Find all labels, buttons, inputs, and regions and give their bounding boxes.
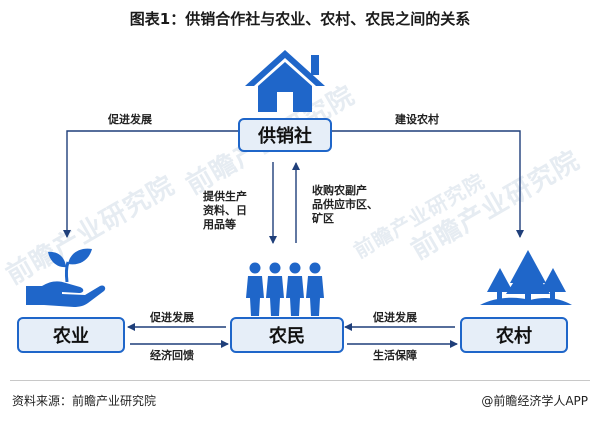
chart-title: 图表1：供销合作社与农业、农村、农民之间的关系 — [129, 10, 471, 28]
node-rural: 农村 — [460, 317, 568, 353]
label-farmers-to-rural: 生活保障 — [373, 349, 417, 362]
label-farmers-to-coop: 收购农副产 品供应市区、 矿区 — [312, 184, 378, 225]
label-line: 收购农副产 — [312, 184, 367, 197]
brand-credit: @前瞻经济学人APP — [481, 394, 588, 408]
node-cooperative: 供销社 — [238, 118, 332, 152]
source-note: 资料来源：前瞻产业研究院 — [12, 394, 157, 408]
footer-divider — [10, 380, 590, 381]
arrow-coop-to-rural — [330, 130, 524, 238]
label-farmers-to-agriculture: 促进发展 — [150, 311, 194, 324]
label-line: 品供应市区、 — [312, 197, 378, 211]
label-coop-to-farmers: 提供生产 资料、日 用品等 — [203, 190, 247, 231]
label-line: 提供生产 — [203, 190, 247, 203]
label-line: 用品等 — [203, 217, 236, 231]
node-agriculture: 农业 — [17, 317, 125, 353]
node-farmers: 农民 — [230, 317, 344, 353]
label-agriculture-to-farmers: 经济回馈 — [150, 349, 194, 362]
label-coop-to-rural: 建设农村 — [395, 113, 439, 126]
label-line: 资料、日 — [203, 203, 247, 217]
label-line: 矿区 — [312, 211, 334, 225]
arrow-coop-to-agriculture — [63, 130, 238, 238]
label-rural-to-farmers: 促进发展 — [373, 311, 417, 324]
label-coop-to-agriculture: 促进发展 — [108, 113, 152, 126]
